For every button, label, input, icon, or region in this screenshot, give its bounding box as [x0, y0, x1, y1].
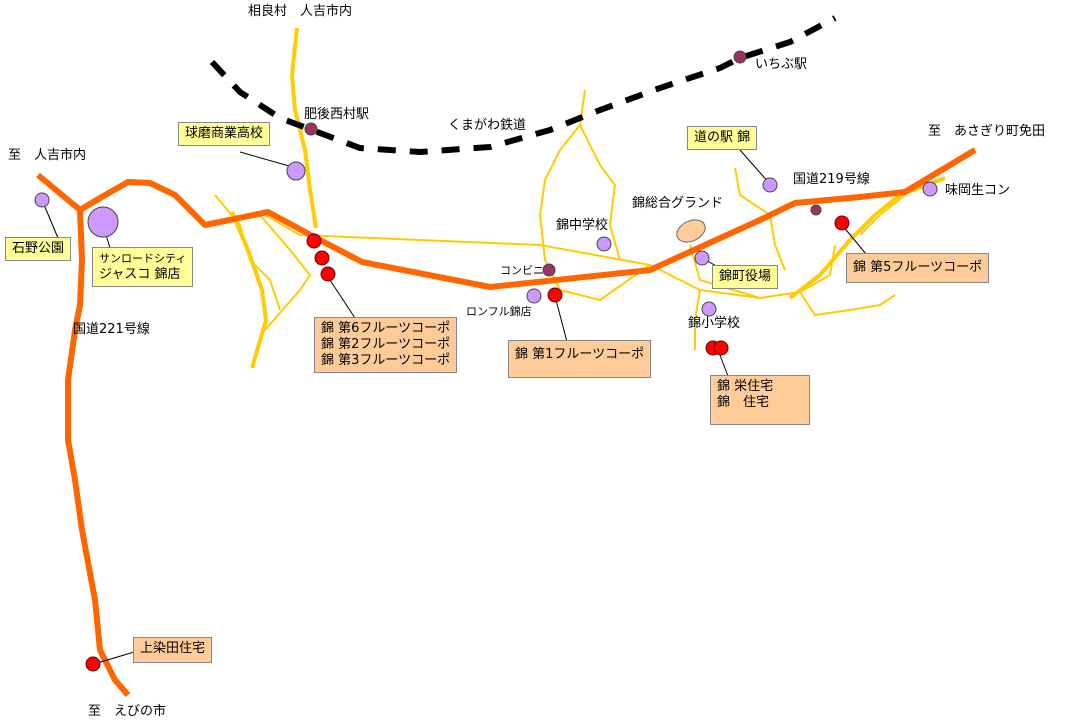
- housing-fruits1-icon: [547, 287, 563, 303]
- station-higo-nishimura-icon: [304, 122, 318, 136]
- north-destination-label: 相良村 人吉市内: [248, 4, 353, 19]
- local-road: [259, 214, 312, 331]
- housing-fruits6-icon: [306, 233, 322, 249]
- nishiki-jhs-icon: [596, 236, 612, 252]
- pointer-fruits5: [841, 224, 867, 255]
- west-destination-label: 至 人吉市内: [8, 148, 87, 163]
- jusco-icon: [87, 206, 119, 238]
- housing-kamisomeda-icon: [85, 656, 101, 672]
- railway-line: [209, 15, 837, 156]
- route-219: [78, 147, 977, 290]
- nishiki-es-icon: [701, 301, 717, 317]
- sports-ground-icon: [676, 219, 706, 243]
- callout-ishino-park: 石野公園: [5, 237, 72, 261]
- michi-no-eki-icon: [762, 177, 778, 193]
- misogi-label: 味岡生コン: [945, 183, 1011, 198]
- callout-sakae: 錦 栄住宅 錦 住宅: [710, 375, 810, 425]
- local-road: [539, 89, 586, 216]
- convenience-icon: [542, 263, 556, 277]
- fruits6-line: 錦 第6フルーツコーポ: [321, 321, 451, 336]
- housing-nishiki-icon: [713, 340, 729, 356]
- local-roads: [214, 89, 906, 350]
- station-ichibu-icon: [733, 50, 747, 64]
- pointer-kuma-hs: [239, 151, 297, 169]
- ishino-park-icon: [34, 192, 50, 208]
- local-road: [859, 194, 906, 236]
- convenience-label: コンビニ: [500, 264, 544, 277]
- station-ichibu-label: いちぶ駅: [755, 57, 808, 72]
- sakae-line1: 錦 栄住宅: [717, 379, 774, 394]
- pointer-fruits623: [327, 276, 356, 319]
- local-road: [559, 264, 651, 302]
- route-221: [36, 172, 131, 697]
- main-road-north: [289, 27, 318, 229]
- local-road: [649, 244, 836, 300]
- local-road: [579, 124, 621, 261]
- local-road: [689, 244, 761, 299]
- callout-kamisomeda: 上染田住宅: [133, 637, 213, 663]
- kuma-hs-icon: [286, 161, 306, 181]
- local-road: [264, 214, 651, 266]
- callout-fruits5: 錦 第5フルーツコーポ: [846, 253, 990, 283]
- ronfuru-icon: [526, 288, 542, 304]
- pointer-kamisomeda: [93, 651, 135, 665]
- town-office-icon: [694, 250, 710, 266]
- misogi-icon: [922, 181, 938, 197]
- callout-kuma-hs: 球磨商業高校: [178, 122, 271, 146]
- jusco-line1: サンロードシティ: [99, 252, 187, 265]
- south-destination-label: 至 えびの市: [88, 704, 167, 719]
- east-destination-label: 至 あさぎり町免田: [928, 124, 1046, 139]
- route219-junction-icon: [810, 204, 822, 216]
- route-221-label: 国道221号線: [73, 322, 150, 337]
- road-southwest-branch: [230, 211, 269, 369]
- station-higo-nishimura-label: 肥後西村駅: [304, 107, 370, 122]
- callout-fruits623: 錦 第6フルーツコーポ 錦 第2フルーツコーポ 錦 第3フルーツコーポ: [314, 317, 458, 373]
- route-219-label: 国道219号線: [793, 172, 870, 187]
- nishiki-jhs-label: 錦中学校: [556, 218, 609, 233]
- nishiki-es-label: 錦小学校: [688, 316, 741, 331]
- callout-town-office: 錦町役場: [712, 265, 779, 289]
- pointer-michi: [739, 149, 771, 185]
- housing-fruits3-icon: [320, 266, 336, 282]
- sakae-line2: 錦 住宅: [717, 395, 770, 410]
- local-road: [799, 291, 896, 317]
- local-road: [694, 289, 701, 350]
- callout-fruits1: 錦 第1フルーツコーポ: [508, 340, 652, 378]
- railway-label: くまがわ鉄道: [448, 118, 527, 133]
- jusco-line2: ジャスコ 錦店: [99, 267, 181, 282]
- housing-fruits2-icon: [314, 250, 330, 266]
- callout-michi-no-eki: 道の駅 錦: [687, 126, 758, 150]
- housing-fruits5-icon: [834, 215, 850, 231]
- sports-ground-label: 錦総合グランド: [632, 196, 724, 211]
- pointer-fruits1: [554, 295, 568, 343]
- housing-markers: [85, 215, 850, 672]
- ronfuru-label: ロンフル錦店: [466, 305, 532, 318]
- fruits2-line: 錦 第2フルーツコーポ: [321, 337, 451, 352]
- callout-jusco: サンロードシティ ジャスコ 錦店: [92, 247, 194, 287]
- main-roads: [36, 147, 977, 697]
- fruits3-line: 錦 第3フルーツコーポ: [321, 353, 451, 368]
